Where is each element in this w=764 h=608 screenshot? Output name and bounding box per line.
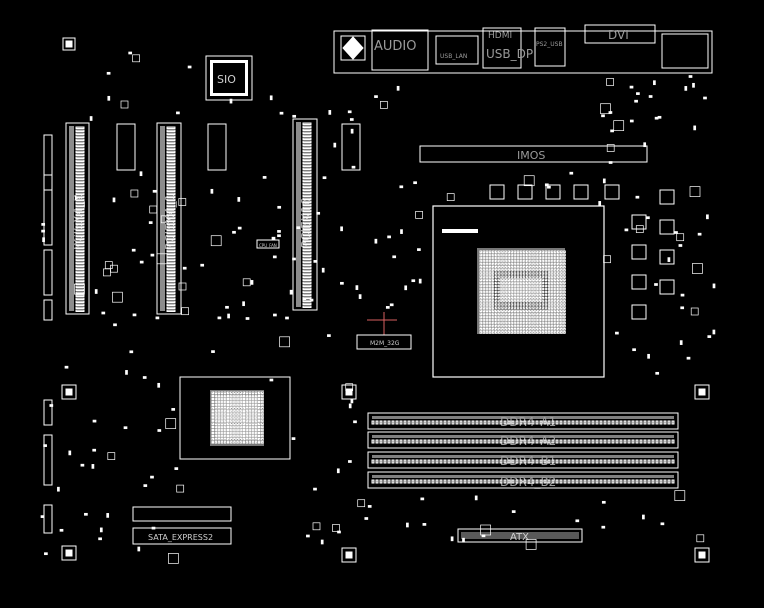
mounting-holes <box>61 37 710 563</box>
atx-connector: ATX <box>457 528 583 543</box>
audio-connector <box>371 29 429 71</box>
hdmi-label: HDMI <box>488 31 512 41</box>
usb-dp-label: USB_DP <box>486 47 533 61</box>
svg-text:CPU_FAN: CPU_FAN <box>259 243 277 248</box>
audio-label: AUDIO <box>374 39 417 54</box>
sata-express-connector: SATA_EXPRESS2 <box>132 506 232 545</box>
usb-lan-label: USB_LAN <box>440 53 467 60</box>
ps2-usb-label: PS2_USB <box>536 41 563 48</box>
imos-label: IMOS <box>517 149 545 162</box>
imos-bar: IMOS <box>419 145 648 163</box>
sata-express2-label: SATA_EXPRESS2 <box>148 533 213 542</box>
sio-chip: SIO <box>205 55 253 101</box>
rear-io-panel <box>333 24 713 74</box>
dvi-connector <box>584 24 656 44</box>
dvi-label: DVI <box>608 28 629 42</box>
atx-label: ATX <box>510 532 529 543</box>
cpu-fan-header: CPU_FAN <box>256 239 280 249</box>
m2m-32g-label: M2M_32G <box>370 340 400 347</box>
rear-io-labels: AUDIO USB_LAN HDMI USB_DP PS2_USB DVI <box>374 28 629 61</box>
m2m-slot: M2M_32G <box>356 312 412 350</box>
board-components <box>40 51 716 564</box>
sio-label: SIO <box>217 73 236 86</box>
